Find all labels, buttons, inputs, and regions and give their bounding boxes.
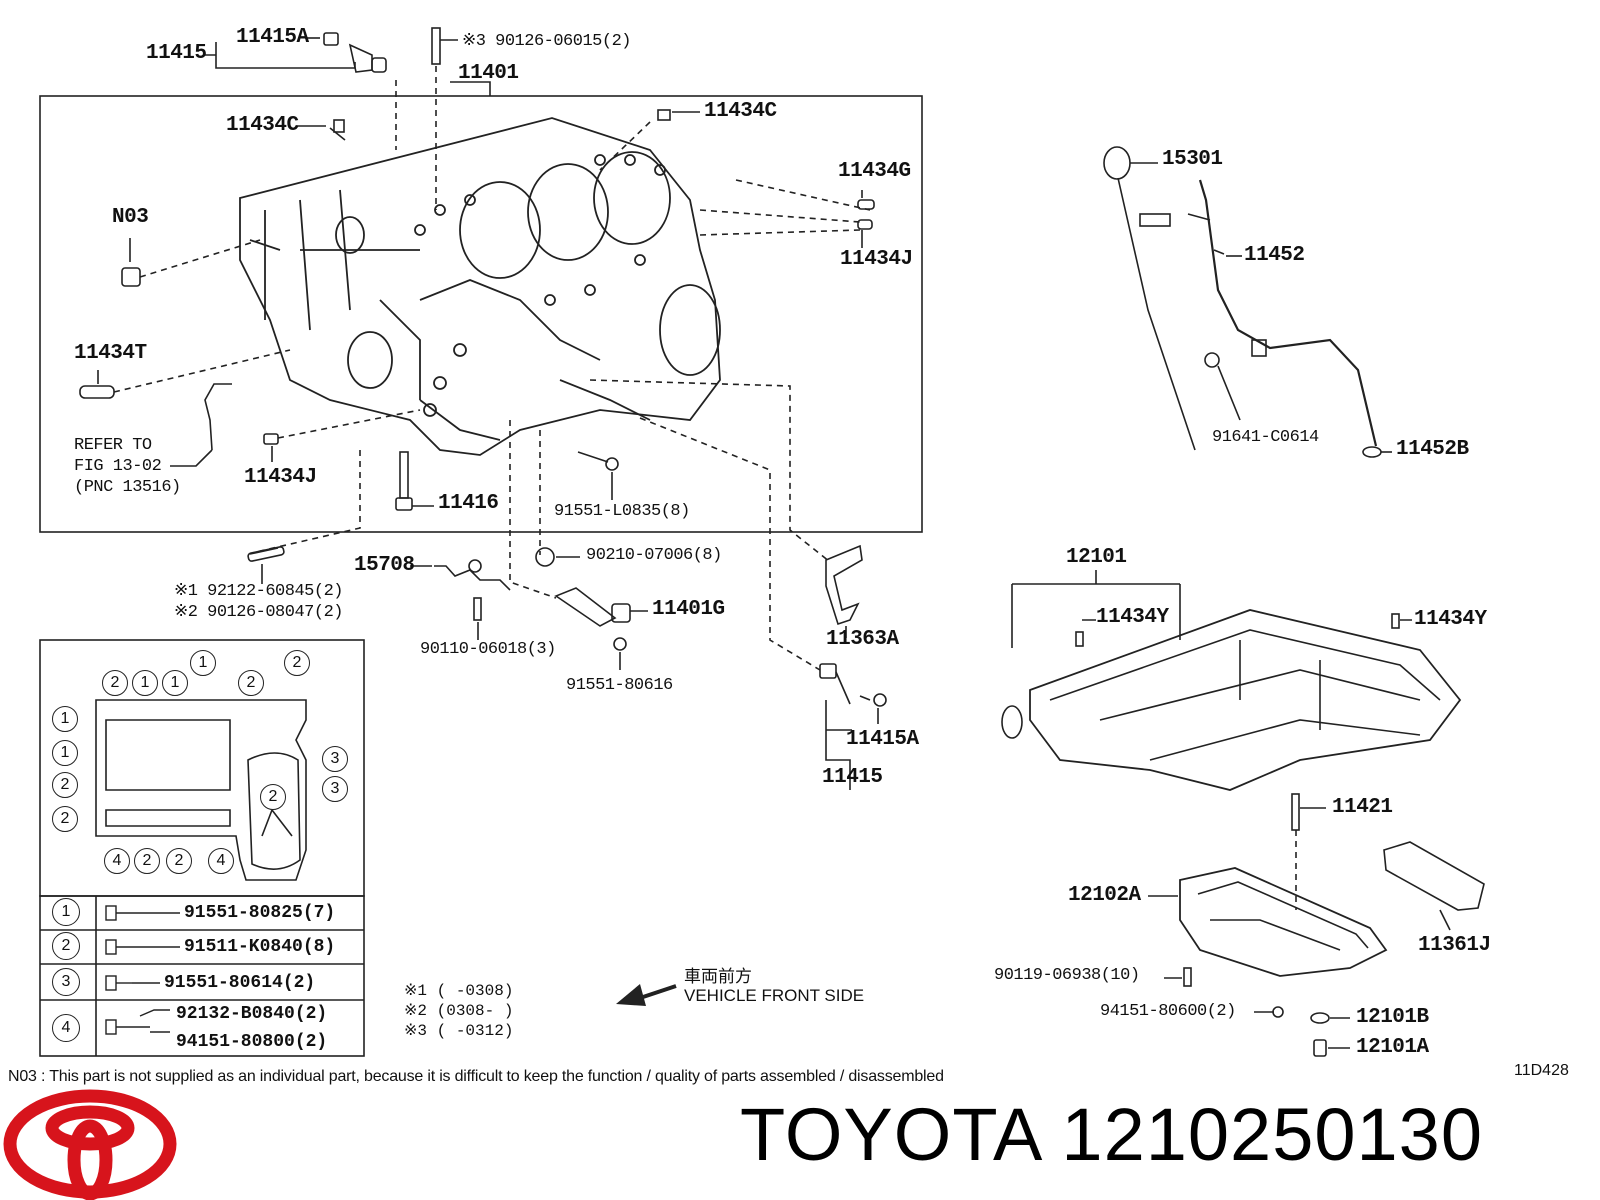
bolt-table-num: 1: [52, 898, 80, 926]
label-15708: 15708: [354, 554, 415, 577]
label-12101b: 12101B: [1356, 1006, 1429, 1029]
label-90126-08047: ※2 90126-08047(2): [174, 603, 343, 622]
legend-line: ※2 (0308- ): [404, 1002, 514, 1020]
pattern-circle: 2: [52, 772, 78, 798]
pattern-circle: 1: [132, 670, 158, 696]
pattern-circle: 2: [102, 670, 128, 696]
pattern-circle: 2: [284, 650, 310, 676]
label-11434j-left: 11434J: [244, 466, 317, 489]
bolt-table-num: 2: [52, 932, 80, 960]
label-15301: 15301: [1162, 148, 1223, 171]
label-11401g: 11401G: [652, 598, 725, 621]
label-11434y-right: 11434Y: [1414, 608, 1487, 631]
label-11415-top: 11415: [146, 42, 207, 65]
label-94151-80600: 94151-80600(2): [1100, 1002, 1236, 1021]
pattern-circle: 1: [52, 740, 78, 766]
label-90210-07006: 90210-07006(8): [586, 546, 722, 565]
toyota-logo-icon: [3, 1089, 177, 1200]
bolt-table-num: 3: [52, 968, 80, 996]
label-12101: 12101: [1066, 546, 1127, 569]
legend-line: ※1 ( -0308): [404, 982, 514, 1000]
pattern-circle: 2: [166, 848, 192, 874]
bolt-table-part: 91551-80825(7): [184, 903, 336, 923]
bolt-table-num: 4: [52, 1014, 80, 1042]
pattern-circle: 1: [52, 706, 78, 732]
pattern-circle: 2: [52, 806, 78, 832]
label-pnc-13516: (PNC 13516): [74, 478, 181, 497]
engine-block-outline: [239, 117, 721, 456]
bolt-table-part: 91511-K0840(8): [184, 937, 336, 957]
label-11434t: 11434T: [74, 342, 147, 365]
pattern-circle: 4: [104, 848, 130, 874]
pattern-circle: 1: [190, 650, 216, 676]
label-11434j-right: 11434J: [840, 248, 913, 271]
label-11434c-left: 11434C: [226, 114, 299, 137]
label-refer-to: REFER TO: [74, 436, 152, 455]
label-11401: 11401: [458, 62, 519, 85]
label-91551-l0835: 91551-L0835(8): [554, 502, 690, 521]
pattern-circle: 2: [134, 848, 160, 874]
label-92122-60845: ※1 92122-60845(2): [174, 582, 343, 601]
label-11415a-top: 11415A: [236, 26, 309, 49]
bolt-pattern-frame: [39, 639, 365, 897]
label-11452b: 11452B: [1396, 438, 1469, 461]
label-11416: 11416: [438, 492, 499, 515]
label-11434y-left: 11434Y: [1096, 606, 1169, 629]
bolt-table-part: 91551-80614(2): [164, 973, 316, 993]
legend-line: ※3 ( -0312): [404, 1022, 514, 1040]
label-11415a-bottom: 11415A: [846, 728, 919, 751]
label-91551-80616: 91551-80616: [566, 676, 673, 695]
figure-code: 11D428: [1514, 1062, 1569, 1079]
pattern-circle: 3: [322, 776, 348, 802]
label-11363a: 11363A: [826, 628, 899, 651]
label-90126-06015: ※3 90126-06015(2): [462, 32, 631, 51]
label-90110-06018: 90110-06018(3): [420, 640, 556, 659]
pattern-circle: 4: [208, 848, 234, 874]
pattern-circle: 3: [322, 746, 348, 772]
label-11452: 11452: [1244, 244, 1305, 267]
label-11434c-right: 11434C: [704, 100, 777, 123]
block-frame: [39, 95, 923, 533]
bolt-table-part: 92132-B0840(2): [176, 1004, 328, 1024]
brand-part-number: 1210250130: [1061, 1093, 1483, 1176]
label-n03: N03: [112, 206, 149, 229]
bolt-table-part: 94151-80800(2): [176, 1032, 328, 1052]
front-side-en: VEHICLE FRONT SIDE: [684, 986, 865, 1005]
brand-name: TOYOTA: [740, 1093, 1044, 1176]
label-fig-13-02: FIG 13-02: [74, 457, 162, 476]
label-90119-06938: 90119-06938(10): [994, 966, 1140, 985]
label-11421: 11421: [1332, 796, 1393, 819]
label-11434g: 11434G: [838, 160, 911, 183]
label-12102a: 12102A: [1068, 884, 1141, 907]
label-12101a: 12101A: [1356, 1036, 1429, 1059]
label-11415-bottom: 11415: [822, 766, 883, 789]
front-side-jp: 車両前方: [684, 967, 752, 987]
footnote: N03 : This part is not supplied as an in…: [8, 1068, 944, 1085]
pattern-circle: 1: [162, 670, 188, 696]
pattern-circle: 2: [238, 670, 264, 696]
label-11361j: 11361J: [1418, 934, 1491, 957]
pattern-circle: 2: [260, 784, 286, 810]
label-91641-c0614: 91641-C0614: [1212, 428, 1319, 447]
